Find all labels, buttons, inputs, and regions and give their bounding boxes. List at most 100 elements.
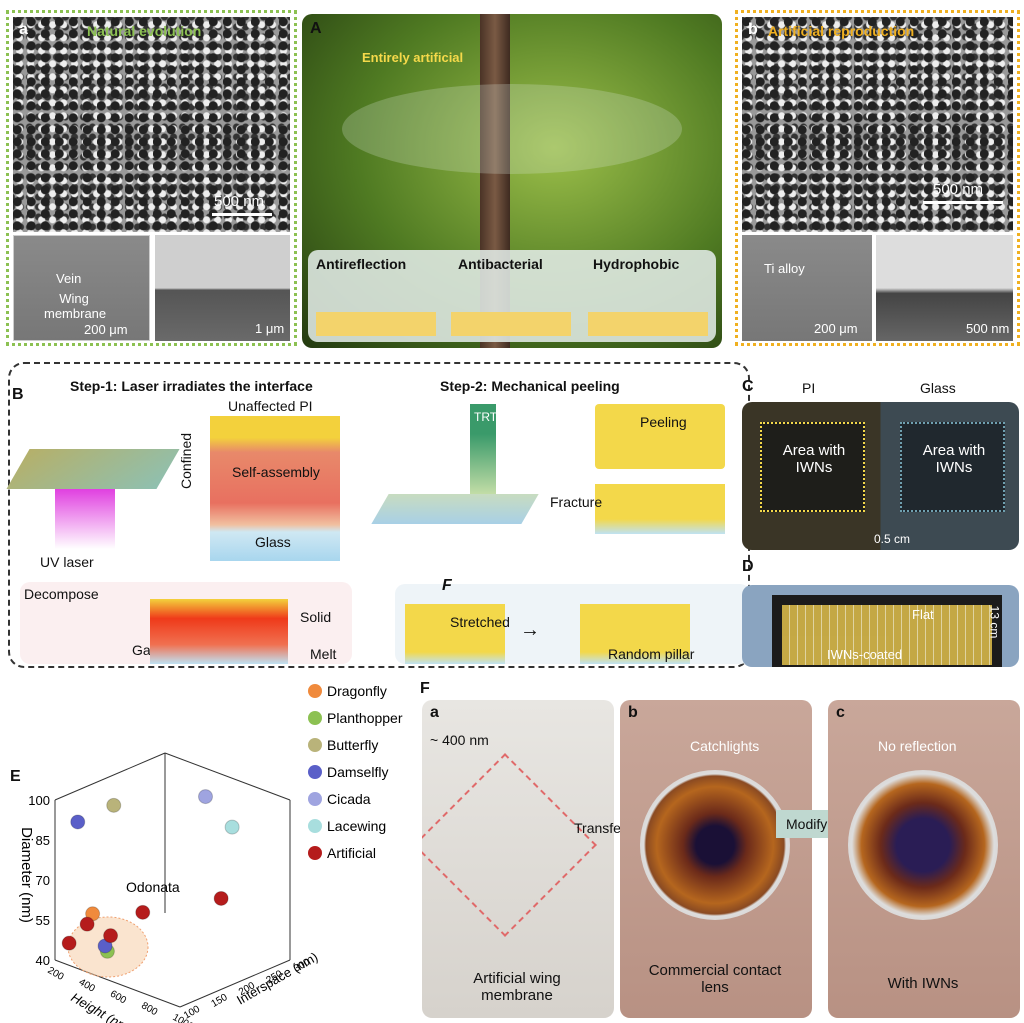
panel-a: a Natural evolution 500 nm Vein Wing mem… [6,10,297,346]
eye-image [848,770,998,920]
caption: With IWNs [887,975,959,992]
contact-lens-photo: b Catchlights Commercial contact lens [620,700,812,1018]
y-axis [179,959,291,1008]
scale-label: 200 μm [814,321,858,336]
area-label: Area with IWNs [922,442,986,476]
grid-plate [782,605,992,665]
random-pillar-label: Random pillar [608,646,695,662]
size-label: 13 cm [987,605,1002,639]
modify-label: Modify [776,810,838,838]
wing-membrane-photo: a ~ 400 nm Artificial wing membrane [422,700,614,1018]
legend-marker [308,765,322,779]
coated-plate-photo: Flat 13 cm IWNs-coated [742,585,1019,667]
transfer-label: Transfer [574,820,626,836]
legend-marker [308,846,322,860]
scatter3d-chart: 4055708510020040060080010001001502002503… [18,683,403,1023]
glass-label: Glass [255,534,291,550]
panel-label-E: E [10,768,21,785]
caption: Artificial wing membrane [473,970,561,1004]
stretched-label: Stretched [450,614,510,630]
random-pillars [580,604,690,664]
ti-alloy-overview-image: Ti alloy 200 μm [742,235,872,341]
x-tick-label: 600 [108,989,128,1007]
melt-label: Melt [310,646,337,662]
panel-b: b Artificial reproduction 500 nm Ti allo… [735,10,1020,346]
data-point-damselfly [70,814,86,830]
confined-label: Confined [178,432,194,489]
z-tick-label: 85 [36,833,50,848]
scale-label: 200 μm [84,322,128,337]
callout-label: Entirely artificial [362,50,464,65]
flat-label: Flat [912,607,934,622]
fractured-layer [595,484,725,534]
z-axis-title: Diameter (nm) [18,827,35,923]
membrane-label: Wing membrane [44,291,107,321]
area-label: Area with IWNs [782,442,846,476]
uv-laser-label: UV laser [40,554,94,570]
catchlights-label: Catchlights [690,738,760,754]
properties-box: Antireflection Antibacterial Hydrophobic [308,250,716,342]
panel-title: Artificial reproduction [768,23,915,39]
legend-marker [308,684,322,698]
subpanel-label: a [430,704,439,721]
legend-marker [308,711,322,725]
panel-label-D: D [742,558,754,575]
laser-beam [55,489,115,549]
fracture-label: Fracture [550,494,603,510]
unaffected-pi-label: Unaffected PI [228,398,313,414]
pillar-structure [451,312,571,336]
legend-marker [308,738,322,752]
legend-label: Artificial [327,845,376,861]
x-tick-label: 200 [46,965,66,983]
scale-label: 500 nm [214,193,265,210]
stretched-pillars [405,604,505,664]
subpanel-label: b [628,704,638,721]
back-edge [54,752,166,801]
glass-plate [371,494,539,524]
data-point-artificial [61,935,77,951]
data-point-lacewing [224,819,240,835]
z-tick-label: 100 [28,793,50,808]
eye-image [640,770,790,920]
x-axis [54,959,181,1008]
panel-label-b: b [748,21,758,38]
scale-bar [923,201,1003,204]
sem-image-natural [13,17,290,232]
wing-overview-image: Vein Wing membrane 200 μm [13,235,150,341]
panel-label-B: B [12,386,24,403]
x-tick-label: 1000 [171,1012,196,1023]
scale-label: 1 μm [255,321,285,336]
sample-photo: Area with IWNs Area with IWNs 0.5 cm [742,402,1019,550]
force-label: F [442,577,452,594]
scale-label: 500 nm [933,181,984,198]
legend-label: Cicada [327,791,371,807]
glass-label: Glass [920,380,956,396]
step1-title: Step-1: Laser irradiates the interface [70,378,313,394]
solid-label: Solid [300,609,332,625]
decompose-label: Decompose [24,586,99,602]
self-assembly-label: Self-assembly [232,464,320,480]
data-point-artificial [79,916,95,932]
data-point-butterfly [106,797,122,813]
sample-plate [6,449,180,489]
legend-label: Dragonfly [327,683,387,699]
trt-label: TRT [474,410,498,424]
panel-label-F: F [420,680,430,697]
ti-alloy-label: Ti alloy [764,261,805,276]
data-point-artificial [135,904,151,920]
caption: Commercial contact lens [648,962,782,996]
sem-image-artificial [742,17,1013,232]
x-tick-label: 800 [139,1000,159,1018]
legend-label: Planthopper [327,710,403,726]
peeling-label: Peeling [640,414,687,430]
back-edge [164,752,291,801]
glass-iwn-area [900,422,1005,512]
membrane-outline [422,753,597,937]
size-label: ~ 400 nm [430,732,489,748]
annotation: Odonata [126,879,180,895]
data-point-cicada [198,789,213,805]
peeled-layer [595,404,725,469]
y-tick-label: 150 [210,992,230,1010]
cross-section-image: 1 μm [155,235,290,341]
panel-label-C: C [742,378,754,395]
